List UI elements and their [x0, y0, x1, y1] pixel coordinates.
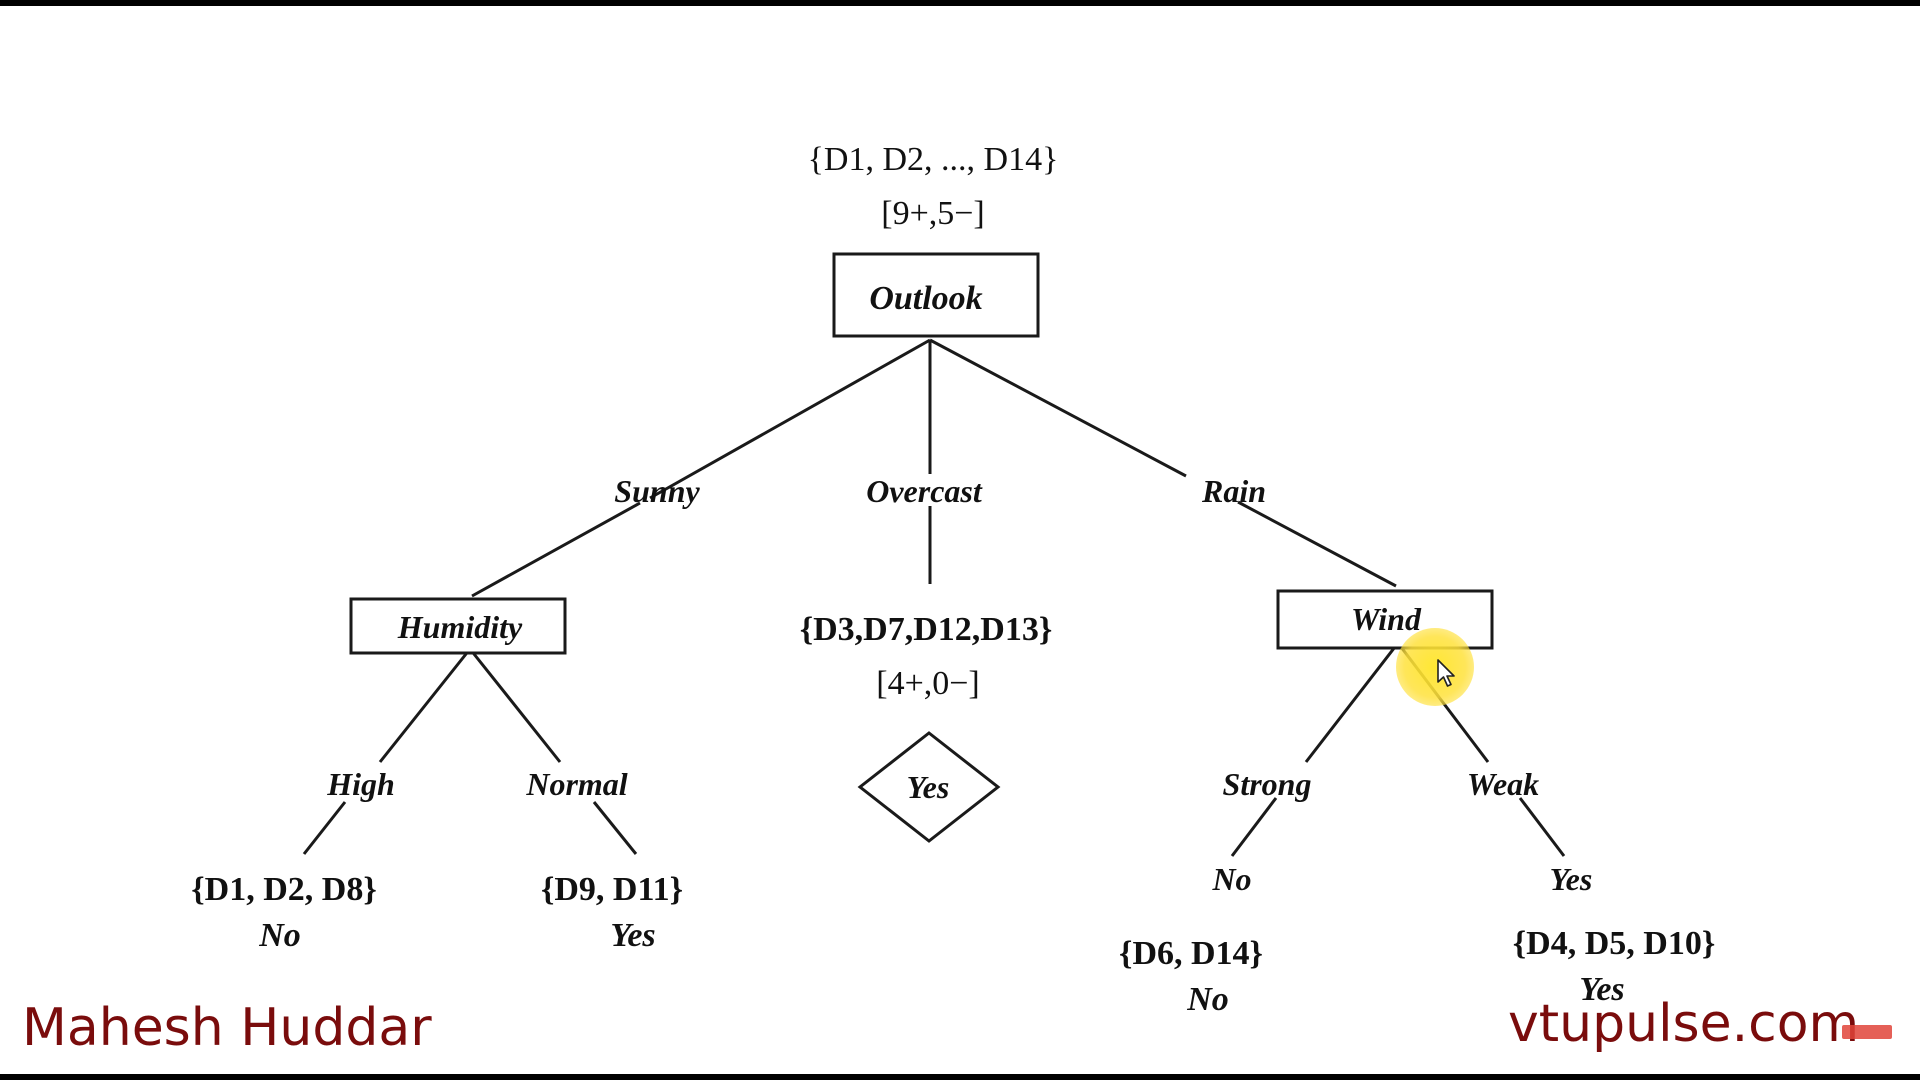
- outlook-node: [832, 252, 1040, 338]
- edge-strong-no: [1230, 797, 1278, 857]
- strong-class-label: No: [1211, 861, 1251, 897]
- high-leaf-class: No: [258, 917, 301, 954]
- decision-tree-diagram: {D1, D2, ..., D14} [9+,5−] Outlook Sunny…: [191, 141, 1715, 1018]
- branch-label-strong: Strong: [1223, 766, 1312, 802]
- branch-label-high: High: [326, 766, 395, 802]
- overcast-yes-leaf-label: Yes: [907, 769, 950, 805]
- edge-sunny-humidity: [471, 501, 641, 598]
- branch-label-normal: Normal: [525, 766, 627, 802]
- edge-outlook-rain: [929, 338, 1187, 478]
- overcast-count-label: [4+,0−]: [876, 665, 980, 702]
- weak-leaf-class: Yes: [1579, 971, 1624, 1008]
- slide-canvas: {D1, D2, ..., D14} [9+,5−] Outlook Sunny…: [0, 6, 1920, 1074]
- edge-weak-yes: [1518, 797, 1566, 857]
- edge-humidity-normal: [468, 648, 562, 763]
- branch-label-weak: Weak: [1467, 766, 1539, 802]
- overcast-set-label: {D3,D7,D12,D13}: [800, 611, 1053, 648]
- edge-high-leaf: [302, 801, 347, 855]
- cursor-highlight: [1396, 628, 1474, 706]
- humidity-node-label: Humidity: [397, 609, 523, 645]
- overcast-yes-leaf: [857, 731, 1001, 843]
- high-leaf-set: {D1, D2, D8}: [191, 871, 376, 908]
- edge-wind-strong: [1304, 642, 1400, 763]
- mouse-pointer-icon: [1437, 659, 1455, 687]
- normal-leaf-set: {D9, D11}: [541, 871, 683, 908]
- weak-leaf-set: {D4, D5, D10}: [1513, 925, 1715, 962]
- root-count-label: [9+,5−]: [881, 195, 985, 232]
- root-set-label: {D1, D2, ..., D14}: [808, 141, 1059, 178]
- wind-node-label: Wind: [1351, 601, 1422, 637]
- branch-label-sunny: Sunny: [614, 473, 700, 509]
- normal-leaf-class: Yes: [610, 917, 655, 954]
- subscribe-badge[interactable]: [1842, 1025, 1892, 1039]
- edge-rain-wind: [1237, 500, 1397, 588]
- weak-class-label: Yes: [1550, 861, 1593, 897]
- strong-leaf-class: No: [1186, 981, 1229, 1018]
- site-watermark: vtupulse.com: [1508, 994, 1860, 1054]
- author-watermark: Mahesh Huddar: [22, 998, 432, 1058]
- edge-normal-leaf: [592, 801, 638, 855]
- branch-label-rain: Rain: [1201, 473, 1266, 509]
- humidity-node: [349, 597, 567, 655]
- edge-humidity-high: [378, 648, 472, 763]
- edge-outlook-sunny: [649, 338, 931, 500]
- branch-label-overcast: Overcast: [866, 473, 983, 509]
- outlook-node-label: Outlook: [869, 280, 982, 317]
- strong-leaf-set: {D6, D14}: [1119, 935, 1263, 972]
